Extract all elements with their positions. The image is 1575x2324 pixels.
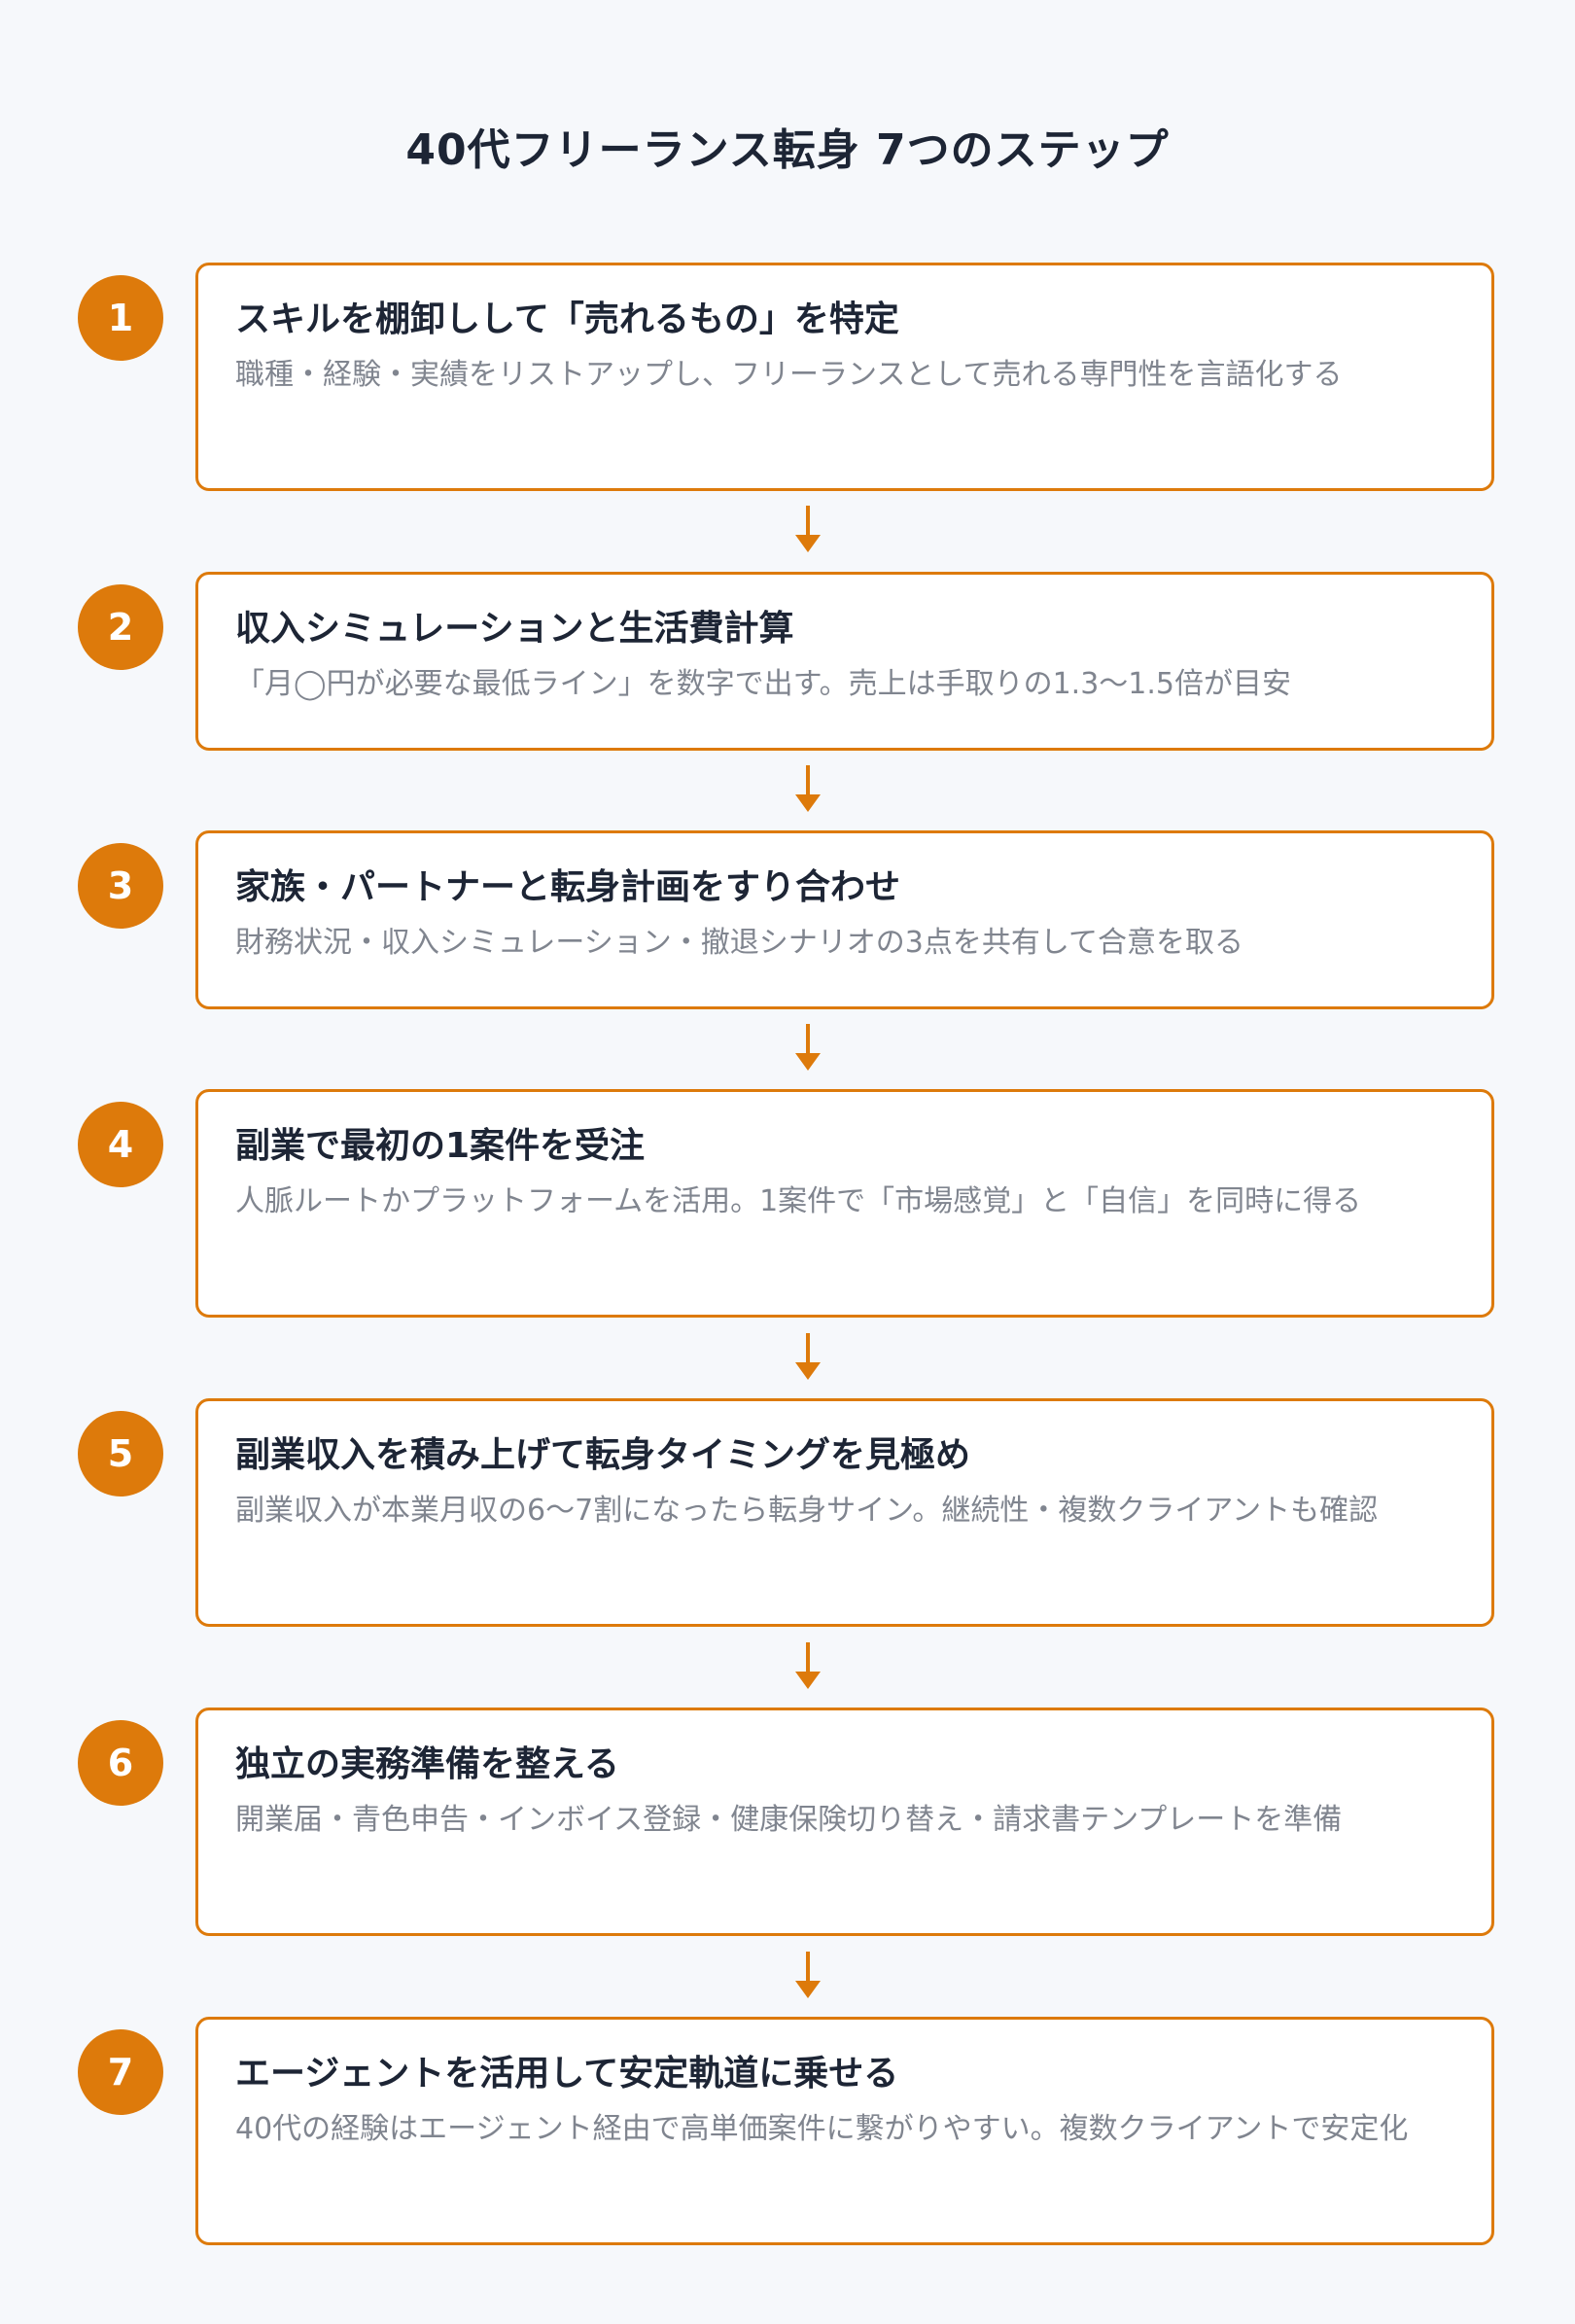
step-description: 人脈ルートかプラットフォームを活用。1案件で「市場感覚」と「自信」を同時に得る xyxy=(235,1184,1362,1218)
step-number-badge: 6 xyxy=(78,1720,163,1806)
step-card: エージェントを活用して安定軌道に乗せる 40代の経験はエージェント経由で高単価案… xyxy=(195,2017,1494,2245)
step-title: 収入シミュレーションと生活費計算 xyxy=(235,609,794,649)
step-description: 40代の経験はエージェント経由で高単価案件に繋がりやすい。複数クライアントで安定… xyxy=(235,2112,1409,2146)
step-title: スキルを棚卸しして「売れるもの」を特定 xyxy=(235,299,899,339)
step-card: 収入シミュレーションと生活費計算 「月◯円が必要な最低ライン」を数字で出す。売上… xyxy=(195,572,1494,751)
step-number-badge: 5 xyxy=(78,1411,163,1497)
step-title: 家族・パートナーと転身計画をすり合わせ xyxy=(235,867,901,907)
step-card: 家族・パートナーと転身計画をすり合わせ 財務状況・収入シミュレーション・撤退シナ… xyxy=(195,830,1494,1009)
step-title: 副業収入を積み上げて転身タイミングを見極め xyxy=(235,1435,971,1475)
step-card: スキルを棚卸しして「売れるもの」を特定 職種・経験・実績をリストアップし、フリー… xyxy=(195,263,1494,491)
step-description: 「月◯円が必要な最低ライン」を数字で出す。売上は手取りの1.3〜1.5倍が目安 xyxy=(235,667,1291,701)
step-card: 副業で最初の1案件を受注 人脈ルートかプラットフォームを活用。1案件で「市場感覚… xyxy=(195,1089,1494,1318)
step-card: 独立の実務準備を整える 開業届・青色申告・インボイス登録・健康保険切り替え・請求… xyxy=(195,1708,1494,1936)
step-number-badge: 3 xyxy=(78,843,163,929)
step-number-badge: 2 xyxy=(78,584,163,670)
step-description: 財務状況・収入シミュレーション・撤退シナリオの3点を共有して合意を取る xyxy=(235,926,1243,960)
step-number-badge: 7 xyxy=(78,2029,163,2115)
step-card: 副業収入を積み上げて転身タイミングを見極め 副業収入が本業月収の6〜7割になった… xyxy=(195,1398,1494,1627)
step-title: エージェントを活用して安定軌道に乗せる xyxy=(235,2054,899,2094)
step-description: 職種・経験・実績をリストアップし、フリーランスとして売れる専門性を言語化する xyxy=(235,358,1343,392)
step-number-badge: 4 xyxy=(78,1102,163,1187)
step-description: 開業届・青色申告・インボイス登録・健康保険切り替え・請求書テンプレートを準備 xyxy=(235,1803,1343,1837)
step-number-badge: 1 xyxy=(78,275,163,361)
step-description: 副業収入が本業月収の6〜7割になったら転身サイン。継続性・複数クライアントも確認 xyxy=(235,1494,1379,1528)
step-title: 独立の実務準備を整える xyxy=(235,1744,619,1784)
diagram-title: 40代フリーランス転身 7つのステップ xyxy=(405,125,1170,175)
step-title: 副業で最初の1案件を受注 xyxy=(235,1126,646,1166)
